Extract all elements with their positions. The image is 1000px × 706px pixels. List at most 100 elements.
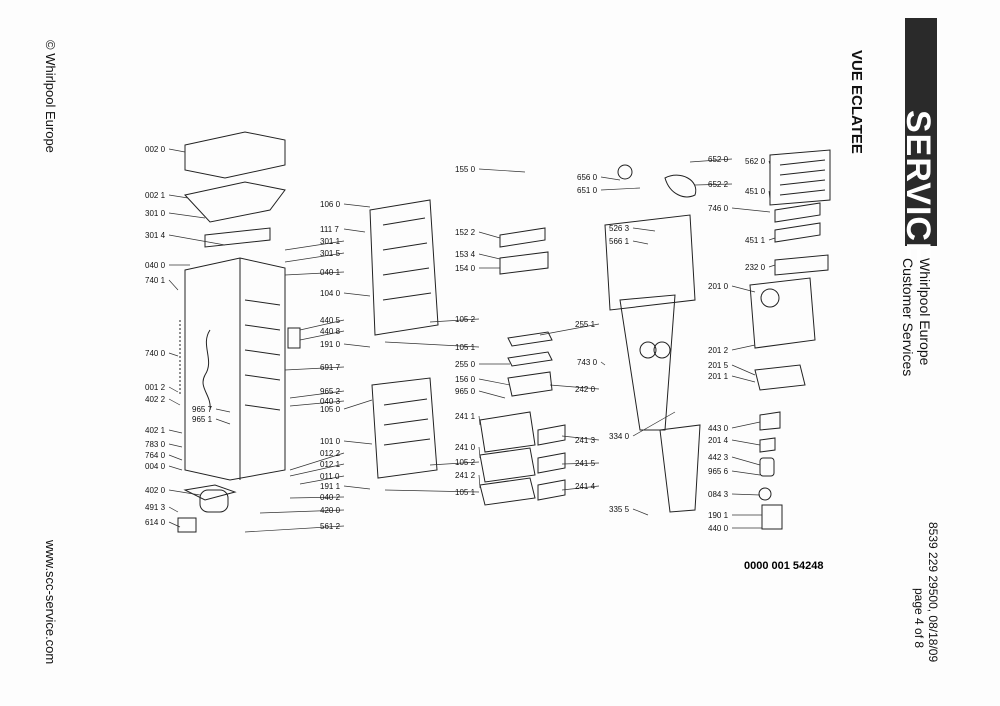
part-number-label: 201 1	[708, 372, 729, 381]
leader-line	[731, 493, 761, 496]
leader-line	[284, 252, 345, 263]
part-number-label: 101 0	[320, 437, 341, 446]
leader-line	[289, 463, 345, 477]
part-callout: 152 2	[455, 228, 501, 239]
part-number-label: 040 3	[320, 397, 341, 406]
part-callout: 012 1	[289, 460, 345, 477]
part-callout: 402 2	[145, 395, 181, 406]
evaporator-drawing	[749, 149, 831, 530]
part-callout: 965 0	[455, 387, 506, 399]
leader-line	[478, 168, 526, 173]
leader-line	[731, 285, 756, 293]
leader-line	[299, 475, 345, 485]
part-callout: 965 6	[708, 467, 761, 476]
part-number-label: 656 0	[577, 173, 598, 182]
leader-line	[632, 411, 676, 437]
part-callout: 442 3	[708, 453, 761, 466]
leader-line	[168, 148, 186, 153]
leader-line	[343, 440, 373, 445]
leader-line	[284, 240, 345, 251]
part-number-label: 965 2	[320, 387, 341, 396]
part-number-label: 301 0	[145, 209, 166, 218]
part-number-label: 002 1	[145, 191, 166, 200]
part-callout: 040 2	[289, 493, 345, 502]
part-callout: 111 7	[320, 225, 366, 234]
part-number-label: 156 0	[455, 375, 476, 384]
part-callout: 740 1	[145, 276, 179, 291]
part-number-label: 241 5	[575, 459, 596, 468]
leader-line	[259, 509, 345, 514]
part-number-label: 105 1	[455, 343, 476, 352]
leader-line	[731, 375, 756, 383]
leader-line	[284, 366, 345, 371]
part-number-label: 764 0	[145, 451, 166, 460]
part-number-label: 105 2	[455, 315, 476, 324]
part-number-label: 190 1	[708, 511, 729, 520]
leader-line	[284, 271, 345, 276]
part-number-label: 743 0	[577, 358, 598, 367]
leader-line	[632, 240, 649, 245]
part-callout: 491 3	[145, 503, 179, 513]
part-callout: 201 1	[708, 372, 756, 383]
part-number-label: 232 0	[745, 263, 766, 272]
part-number-label: 451 1	[745, 236, 766, 245]
part-callout: 746 0	[708, 204, 771, 213]
part-number-label: 191 0	[320, 340, 341, 349]
leader-line	[168, 234, 226, 246]
part-number-label: 652 2	[708, 180, 729, 189]
part-number-label: 965 1	[192, 415, 213, 424]
leader-line	[539, 323, 600, 336]
leader-line	[168, 489, 201, 496]
part-number-label: 420 0	[320, 506, 341, 515]
leader-line	[168, 279, 179, 291]
part-callout: 440 5	[299, 316, 345, 331]
control-parts-drawing	[604, 164, 701, 513]
part-callout: 652 0	[689, 155, 733, 164]
leader-line	[478, 474, 481, 489]
part-number-label: 652 0	[708, 155, 729, 164]
part-callout: 614 0	[145, 518, 181, 528]
leader-line	[478, 415, 481, 426]
leader-line	[768, 160, 771, 166]
part-callout: 241 2	[455, 471, 481, 489]
leader-line	[731, 456, 761, 466]
part-callout: 562 0	[745, 157, 771, 166]
part-number-label: 746 0	[708, 204, 729, 213]
leader-line	[600, 361, 606, 366]
leader-line	[768, 264, 776, 268]
leader-line	[768, 190, 771, 201]
leader-line	[168, 465, 183, 471]
part-callout: 443 0	[708, 421, 761, 433]
leader-line	[689, 158, 733, 163]
part-number-label: 614 0	[145, 518, 166, 527]
leader-line	[384, 489, 480, 493]
part-number-label: 566 1	[609, 237, 630, 246]
leader-line	[549, 384, 600, 390]
part-number-label: 402 1	[145, 426, 166, 435]
leader-line	[384, 341, 480, 348]
leader-line	[168, 506, 179, 513]
part-callout: 105 1	[384, 341, 480, 352]
part-callout: 011 0	[299, 472, 345, 485]
part-number-label: 740 1	[145, 276, 166, 285]
part-callout: 334 0	[609, 411, 676, 441]
part-callout: 451 1	[745, 236, 776, 245]
part-number-label: 201 5	[708, 361, 729, 370]
part-callout: 232 0	[745, 263, 776, 272]
leader-line	[299, 319, 345, 331]
part-number-label: 783 0	[145, 440, 166, 449]
part-callout: 241 0	[455, 443, 481, 459]
leader-line	[768, 237, 776, 241]
leader-line	[429, 461, 480, 466]
part-number-label: 443 0	[708, 424, 729, 433]
part-number-label: 040 1	[320, 268, 341, 277]
part-number-label: 201 0	[708, 282, 729, 291]
leader-line	[299, 330, 345, 341]
leader-line	[478, 390, 506, 399]
part-number-label: 440 5	[320, 316, 341, 325]
leader-line	[694, 183, 733, 186]
leader-line	[478, 253, 501, 260]
part-number-label: 040 0	[145, 261, 166, 270]
part-number-label: 040 2	[320, 493, 341, 502]
part-number-label: 740 0	[145, 349, 166, 358]
